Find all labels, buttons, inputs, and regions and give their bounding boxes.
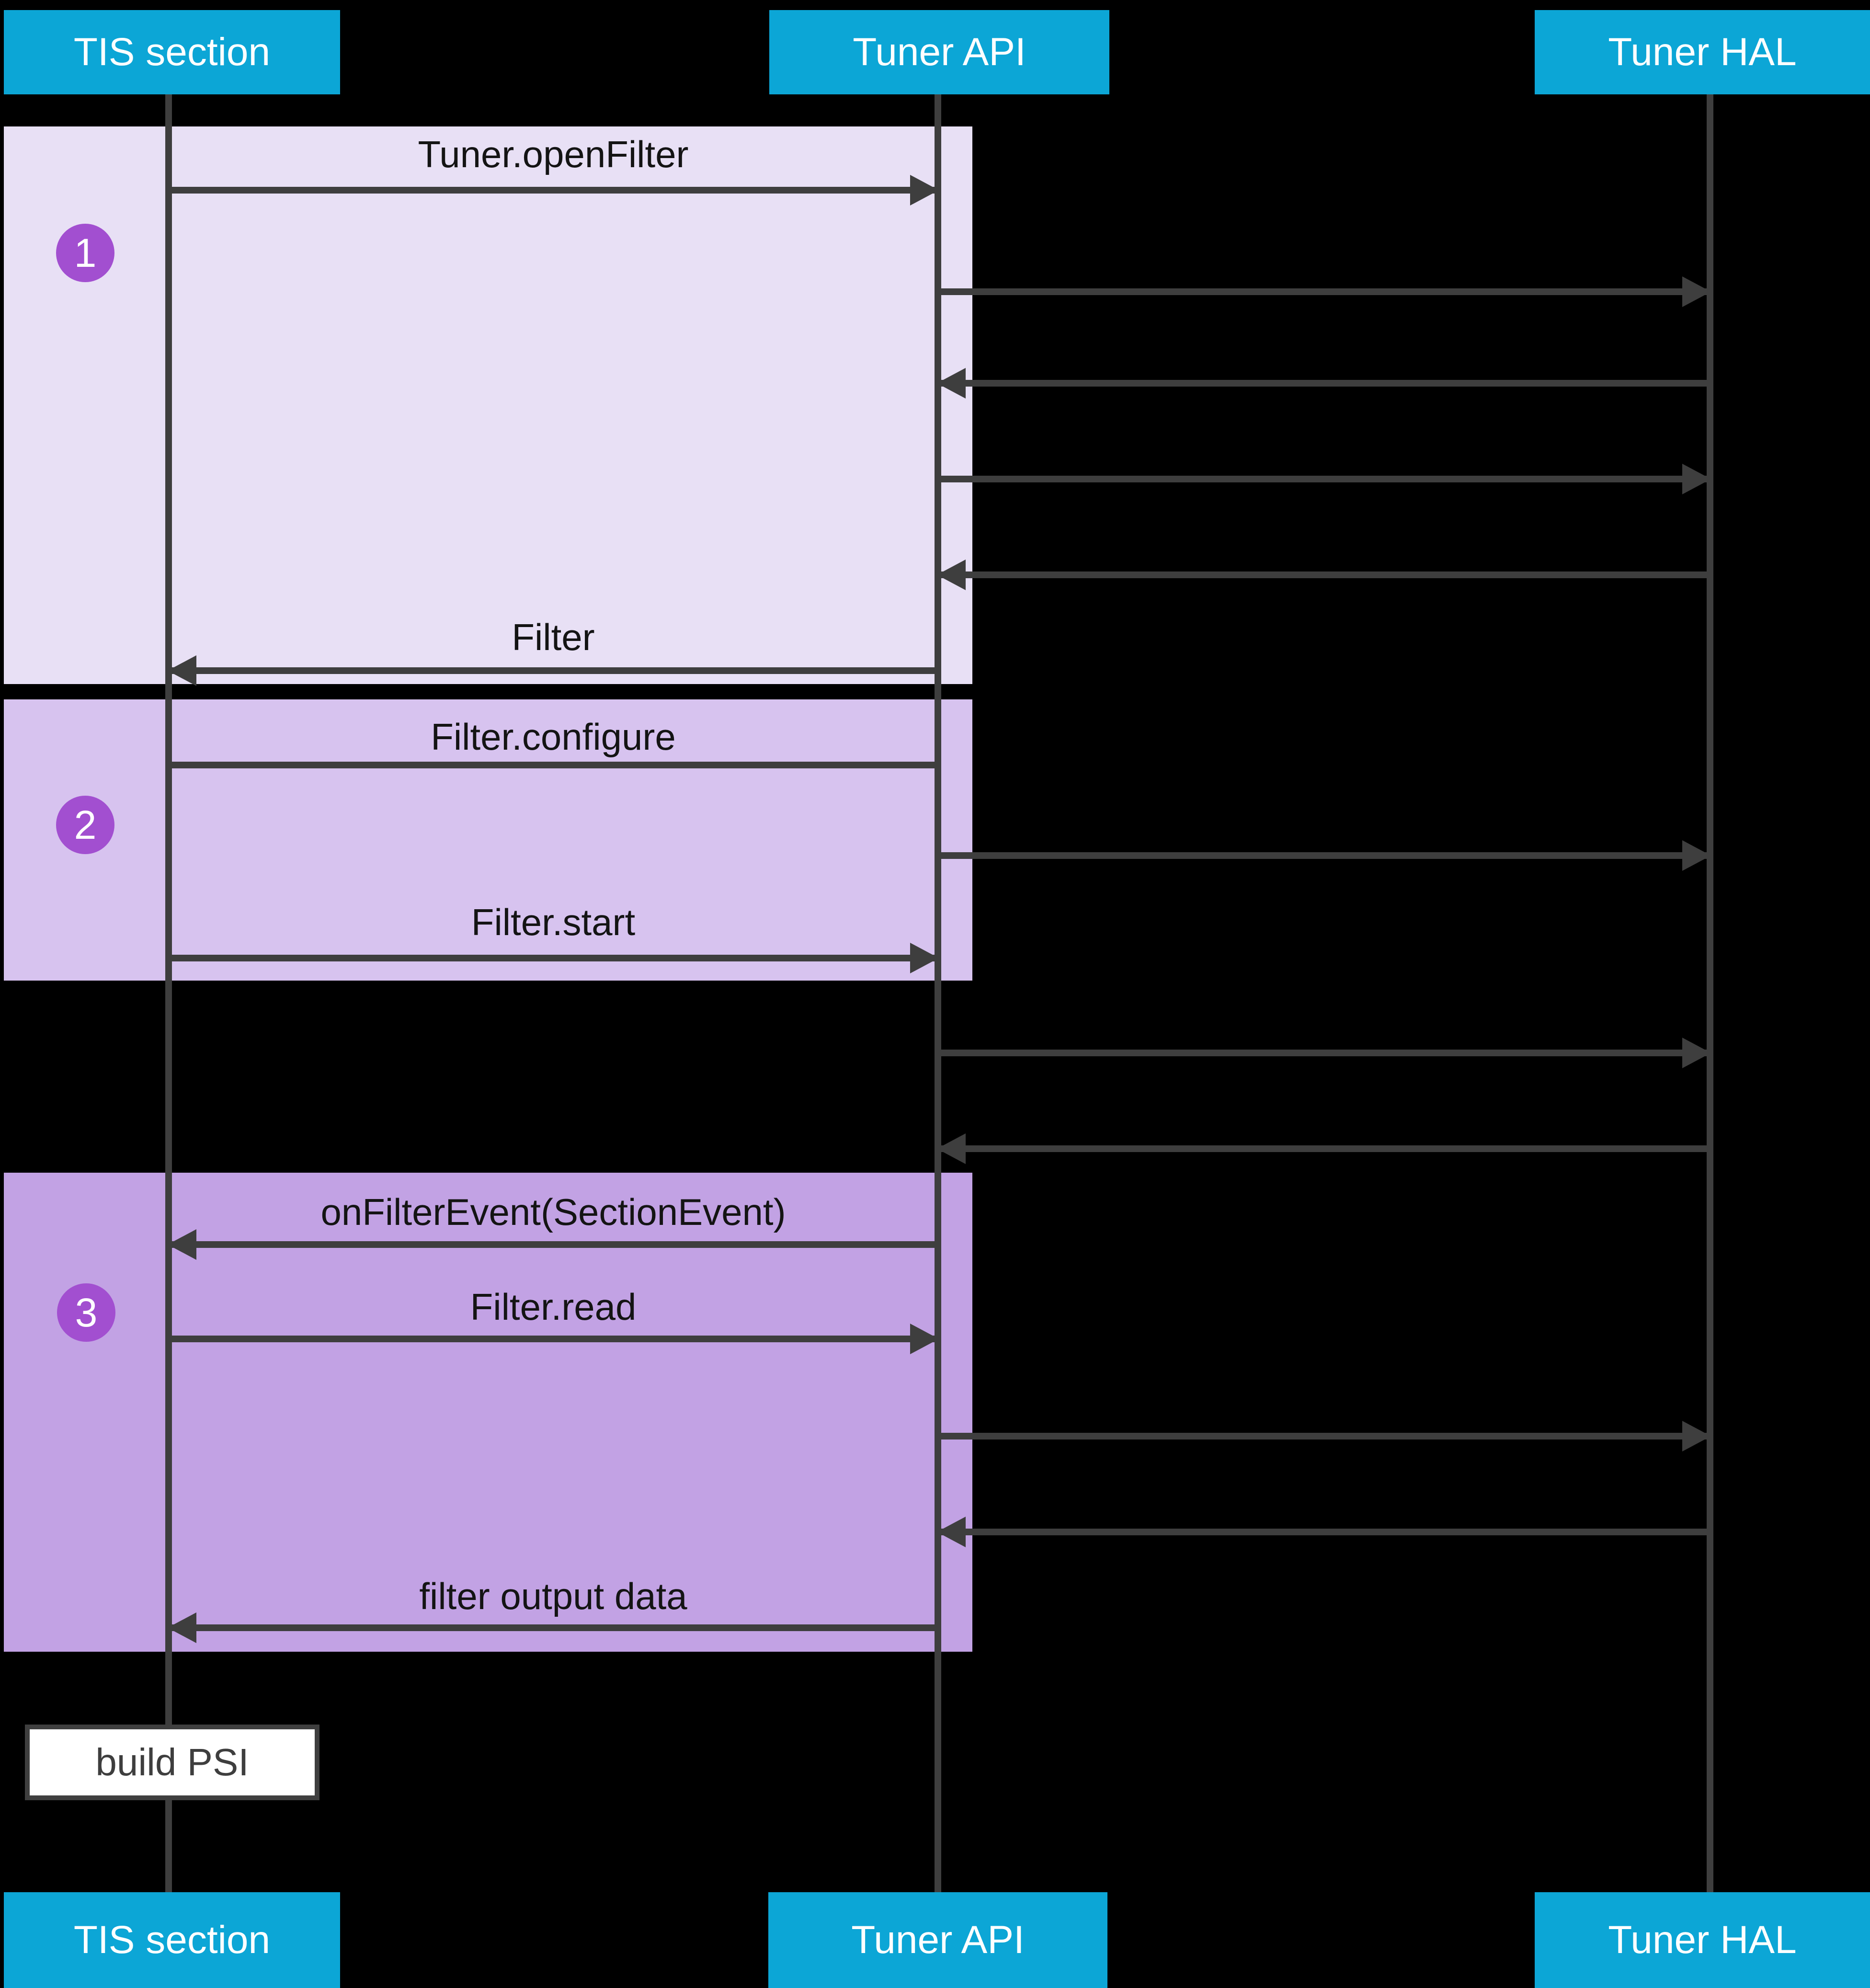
step-3-badge: 3	[57, 1283, 115, 1342]
message-arrow-hal-to-api	[937, 368, 1710, 399]
message-arrow-api-to-hal	[938, 1421, 1711, 1451]
step-number: 2	[74, 802, 97, 847]
message-label-filter-output-data: filter output data	[169, 1572, 938, 1620]
arrowhead-right-icon	[910, 175, 939, 206]
message-arrow-tuner-openfilter	[169, 175, 939, 206]
participant-label: Tuner API	[851, 1918, 1025, 1962]
lifeline-tis-section	[165, 94, 172, 1892]
message-label-tuner-openfilter: Tuner.openFilter	[169, 130, 938, 178]
participant-header-api-bottom: Tuner API	[768, 1892, 1107, 1988]
participant-header-api-top: Tuner API	[769, 10, 1109, 94]
participant-header-tis-bottom: TIS section	[4, 1892, 340, 1988]
message-label-filter: Filter	[169, 613, 938, 661]
step-2-badge: 2	[56, 796, 114, 854]
arrowhead-right-icon	[1682, 840, 1711, 871]
message-text: Filter.start	[471, 901, 636, 943]
message-arrow-api-to-hal	[938, 840, 1711, 871]
note-text: build PSI	[95, 1741, 249, 1783]
arrowhead-left-icon	[937, 1133, 966, 1164]
step-number: 1	[74, 230, 97, 275]
message-arrow-filter-configure	[169, 762, 938, 768]
message-arrow-api-to-hal	[938, 276, 1711, 307]
arrowhead-left-icon	[937, 560, 966, 590]
message-arrow-filter-start	[169, 943, 939, 973]
section-1-band	[4, 126, 972, 684]
participant-header-hal-bottom: Tuner HAL	[1535, 1892, 1870, 1988]
message-text: Tuner.openFilter	[418, 133, 689, 175]
message-label-filter-read: Filter.read	[169, 1283, 938, 1331]
arrowhead-left-icon	[168, 1612, 196, 1643]
message-arrow-onfilterevent	[168, 1229, 938, 1260]
message-arrow-hal-to-api	[937, 1517, 1710, 1547]
message-label-filter-configure: Filter.configure	[169, 713, 938, 761]
message-text: Filter	[512, 616, 595, 658]
message-text: filter output data	[419, 1575, 687, 1617]
message-text: onFilterEvent(SectionEvent)	[320, 1190, 786, 1233]
message-arrow-filter-return	[168, 655, 938, 686]
arrowhead-left-icon	[168, 1229, 196, 1260]
message-text: Filter.configure	[431, 715, 676, 758]
message-arrow-api-to-hal	[938, 1038, 1711, 1068]
build-psi-note: build PSI	[25, 1725, 319, 1800]
participant-label: Tuner HAL	[1608, 1918, 1797, 1962]
participant-label: Tuner API	[853, 30, 1026, 74]
step-number: 3	[75, 1290, 98, 1335]
message-arrow-hal-to-api	[937, 560, 1710, 590]
arrowhead-right-icon	[910, 1324, 939, 1354]
message-label-onfilterevent: onFilterEvent(SectionEvent)	[169, 1188, 938, 1236]
message-arrow-api-to-hal	[938, 464, 1711, 494]
participant-header-tis-top: TIS section	[4, 10, 340, 94]
arrowhead-right-icon	[1682, 1038, 1711, 1068]
arrowhead-left-icon	[937, 368, 966, 399]
arrowhead-right-icon	[1682, 1421, 1711, 1451]
message-label-filter-start: Filter.start	[169, 898, 938, 946]
lifeline-tuner-hal	[1707, 94, 1713, 1892]
message-text: Filter.read	[470, 1285, 637, 1328]
participant-label: Tuner HAL	[1608, 30, 1797, 74]
participant-header-hal-top: Tuner HAL	[1535, 10, 1870, 94]
message-arrow-filter-output-data	[168, 1612, 938, 1643]
arrowhead-left-icon	[937, 1517, 966, 1547]
arrowhead-right-icon	[1682, 464, 1711, 494]
step-1-badge: 1	[56, 224, 114, 282]
message-arrow-filter-read	[169, 1324, 939, 1354]
arrowhead-right-icon	[1682, 276, 1711, 307]
participant-label: TIS section	[73, 1918, 271, 1962]
arrowhead-right-icon	[910, 943, 939, 973]
arrowhead-left-icon	[168, 655, 196, 686]
lifeline-tuner-api	[935, 94, 941, 1892]
participant-label: TIS section	[73, 30, 271, 74]
message-arrow-hal-to-api	[937, 1133, 1710, 1164]
